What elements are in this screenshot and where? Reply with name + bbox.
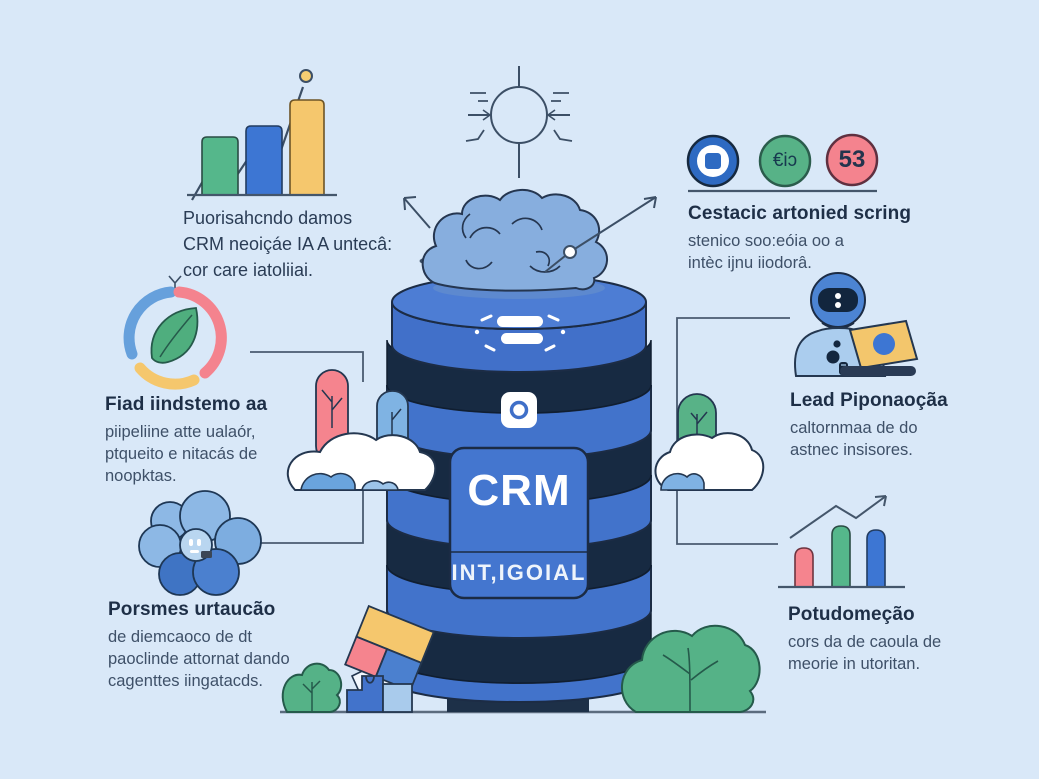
section-mid-right-line: astnec insisores.: [790, 441, 913, 459]
br-trend-line: [789, 495, 887, 539]
cluster-circle-dark: [192, 548, 240, 596]
section-bottom-left-heading: Porsmes urtaucão: [108, 599, 276, 620]
donut-leaf-icon: [123, 275, 227, 390]
tower-title: CRM: [467, 466, 571, 515]
section-bottom-left-line: de diemcaoco de dt: [108, 628, 253, 646]
sun-ray-ticks: [482, 109, 556, 121]
crm-panel: [448, 446, 590, 600]
sun-circle: [490, 86, 548, 144]
section-top-left: Puorisahcndo damos CRM neoiçáe IA A unte…: [183, 205, 392, 283]
robot-face: [818, 288, 858, 312]
section-bottom-right-heading: Potudomeção: [788, 604, 915, 625]
large-bush: [621, 624, 761, 713]
donut-segment-pink: [173, 286, 227, 379]
section-bottom-right-line: meorie in utoritan.: [788, 655, 921, 673]
small-bush-branches: [302, 680, 321, 712]
section-mid-left-line: piipeliine atte ualaór,: [105, 423, 256, 441]
blue-tree-branches: [391, 408, 402, 438]
robot-laptop-icon: [794, 272, 919, 377]
section-bottom-left-line: paoclinde attornat dando: [108, 650, 290, 668]
br-trend-arrowhead: [874, 495, 887, 507]
bushes: [281, 624, 761, 713]
badge-green-label: €iɔ: [772, 150, 798, 171]
brain-icon: [421, 189, 657, 299]
br-bar-blue: [866, 529, 886, 588]
box-handle: [365, 675, 375, 684]
section-top-left-line: Puorisahcndo damos: [183, 208, 353, 228]
section-top-right-line: intèc ijnu iiodorâ.: [688, 254, 812, 272]
section-mid-right: Lead Piponaoçãa caltornmaa de do astnec …: [790, 390, 948, 461]
donut-segment-yellow: [134, 362, 200, 390]
left-trees-cloud: [286, 369, 437, 491]
laptop-base: [840, 366, 916, 376]
leaf-midrib: [159, 314, 193, 358]
bar-chart-arrow-icon: [778, 495, 905, 589]
arrow-up-left-icon: [403, 196, 431, 229]
section-mid-left: Fiad iindstemo aa piipeliine atte ualaór…: [105, 394, 267, 487]
right-tree-cloud: [654, 393, 765, 491]
record-square-icon: [501, 392, 537, 428]
circle-cluster-icon: [138, 490, 262, 596]
database-stack-icon: [386, 274, 652, 712]
donut-stem: [168, 275, 182, 288]
tilted-cube: [344, 604, 435, 692]
section-top-left-line: cor care iatoliiai.: [183, 260, 314, 280]
trend-endpoint-dot: [299, 69, 313, 83]
section-bottom-left-line: cagenttes iingatacds.: [108, 672, 264, 690]
section-bottom-right-line: cors da de caoula de: [788, 633, 942, 651]
connector-mid-left: [250, 351, 364, 382]
badge-circles-icon: [686, 133, 879, 193]
badge-blue-square: [705, 153, 721, 169]
sparkle-pills-icon: [474, 314, 566, 352]
robot-eye: [835, 293, 841, 299]
section-top-right: Cestacic artonied scring stenico soo:eói…: [688, 203, 911, 274]
robot-chest-blob: [826, 350, 840, 364]
bar-yellow: [289, 99, 325, 196]
section-mid-right-heading: Lead Piponaoçãa: [790, 390, 948, 411]
badge-red-label: 53: [838, 146, 866, 173]
growth-bar-chart-icon: [187, 69, 337, 201]
section-mid-left-line: noopktas.: [105, 467, 177, 485]
section-top-right-heading: Cestacic artonied scring: [688, 203, 912, 224]
section-top-left-line: CRM neoiçáe IA A untecâ:: [183, 234, 393, 254]
connector-right: [676, 317, 790, 545]
pink-tree-branches: [321, 389, 343, 428]
right-cloud-blue-patch: [660, 472, 705, 491]
brain-body: [421, 189, 608, 292]
left-cloud-blue-patch: [300, 472, 356, 491]
section-top-right-line: stenico soo:eóia oo a: [688, 232, 844, 250]
section-bottom-right: Potudomeção cors da de caoula de meorie …: [788, 604, 941, 675]
robot-eye: [835, 302, 841, 308]
section-bottom-left: Porsmes urtaucão de diemcaoco de dt paoc…: [108, 599, 290, 692]
badge-red-circle: [825, 133, 879, 187]
cluster-face: [189, 539, 212, 558]
badge-green-circle: [758, 134, 812, 188]
robot-chest-dot: [833, 340, 841, 348]
left-cloud-light-patch: [361, 480, 399, 491]
light-blue-box: [382, 683, 413, 713]
sun-bent-rays: [465, 129, 573, 142]
donut-segment-blue: [123, 286, 177, 360]
br-bar-pink: [794, 547, 814, 588]
brain-arrow-node: [563, 245, 577, 259]
br-bar-green: [831, 525, 851, 588]
brain-arrowhead: [643, 196, 657, 209]
tower-subtitle: INT,IGOIAL: [451, 560, 587, 585]
connector-bottom-left: [257, 488, 364, 544]
large-bush-branches: [662, 647, 719, 713]
section-mid-left-line: ptqueito e nitacás de: [105, 445, 258, 463]
blue-stepped-box: [346, 675, 384, 713]
section-mid-left-heading: Fiad iindstemo aa: [105, 394, 268, 415]
package-boxes: [344, 604, 435, 713]
section-mid-right-line: caltornmaa de do: [790, 419, 918, 437]
bar-blue: [245, 125, 283, 196]
connector-lines: [250, 317, 790, 545]
bar-green: [201, 136, 239, 196]
sun-rays: [468, 66, 570, 178]
sun-node-icon: [465, 66, 573, 178]
laptop-logo-circle: [873, 333, 895, 355]
sun-dashes: [470, 92, 569, 102]
